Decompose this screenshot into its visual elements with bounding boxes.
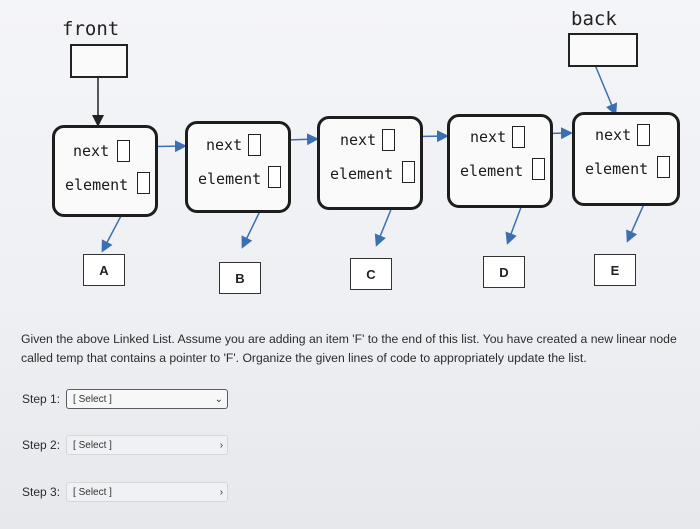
element-pointer-slot	[532, 158, 545, 180]
step-2-row: Step 2: [ Select ] ›	[22, 435, 229, 455]
next-pointer-slot	[248, 134, 261, 156]
front-pointer-box	[70, 44, 128, 78]
element-field-label: element	[65, 176, 129, 194]
node-c: next element	[317, 116, 423, 210]
question-text: Given the above Linked List. Assume you …	[21, 332, 677, 365]
element-field-label: element	[460, 162, 524, 180]
step-3-label: Step 3:	[22, 485, 61, 499]
value-box-c: C	[350, 258, 392, 290]
node-a: next element	[52, 125, 158, 217]
step-3-select[interactable]: [ Select ] ›	[66, 482, 229, 502]
front-label: front	[62, 18, 120, 40]
element-pointer-slot	[137, 172, 150, 194]
element-pointer-slot	[268, 166, 281, 188]
element-field-label: element	[198, 170, 262, 188]
step-1-row: Step 1: [ Select ] ⌄	[22, 389, 229, 409]
back-label: back	[571, 8, 617, 30]
node-d: next element	[447, 114, 553, 208]
element-pointer-slot	[402, 161, 415, 183]
back-pointer-box	[568, 33, 638, 67]
next-field-label: next	[206, 136, 243, 154]
step-3-row: Step 3: [ Select ] ›	[22, 482, 229, 502]
next-pointer-slot	[117, 140, 130, 162]
next-pointer-slot	[512, 126, 525, 148]
next-field-label: next	[470, 128, 507, 146]
value-box-b: B	[219, 262, 261, 294]
next-pointer-slot	[637, 124, 650, 146]
value-box-d: D	[483, 256, 525, 288]
chevron-down-icon: ›	[219, 439, 224, 451]
element-field-label: element	[585, 160, 649, 178]
next-pointer-slot	[382, 129, 395, 151]
step-1-select-value: [ Select ]	[73, 393, 112, 405]
chevron-down-icon: ›	[219, 486, 224, 498]
node-e: next element	[572, 112, 680, 206]
next-field-label: next	[340, 131, 377, 149]
step-2-select-value: [ Select ]	[73, 439, 112, 451]
step-2-label: Step 2:	[22, 438, 61, 452]
step-1-label: Step 1:	[22, 392, 61, 406]
value-box-a: A	[83, 254, 125, 286]
chevron-down-icon: ⌄	[214, 393, 224, 405]
linked-list-diagram: front back next element next element nex…	[52, 8, 680, 294]
next-field-label: next	[595, 126, 632, 144]
element-pointer-slot	[657, 156, 670, 178]
element-field-label: element	[330, 165, 394, 183]
step-3-select-value: [ Select ]	[73, 486, 112, 498]
value-box-e: E	[594, 254, 636, 286]
next-field-label: next	[73, 142, 110, 160]
node-b: next element	[185, 121, 291, 213]
step-2-select[interactable]: [ Select ] ›	[66, 435, 229, 455]
step-1-select[interactable]: [ Select ] ⌄	[66, 389, 229, 409]
